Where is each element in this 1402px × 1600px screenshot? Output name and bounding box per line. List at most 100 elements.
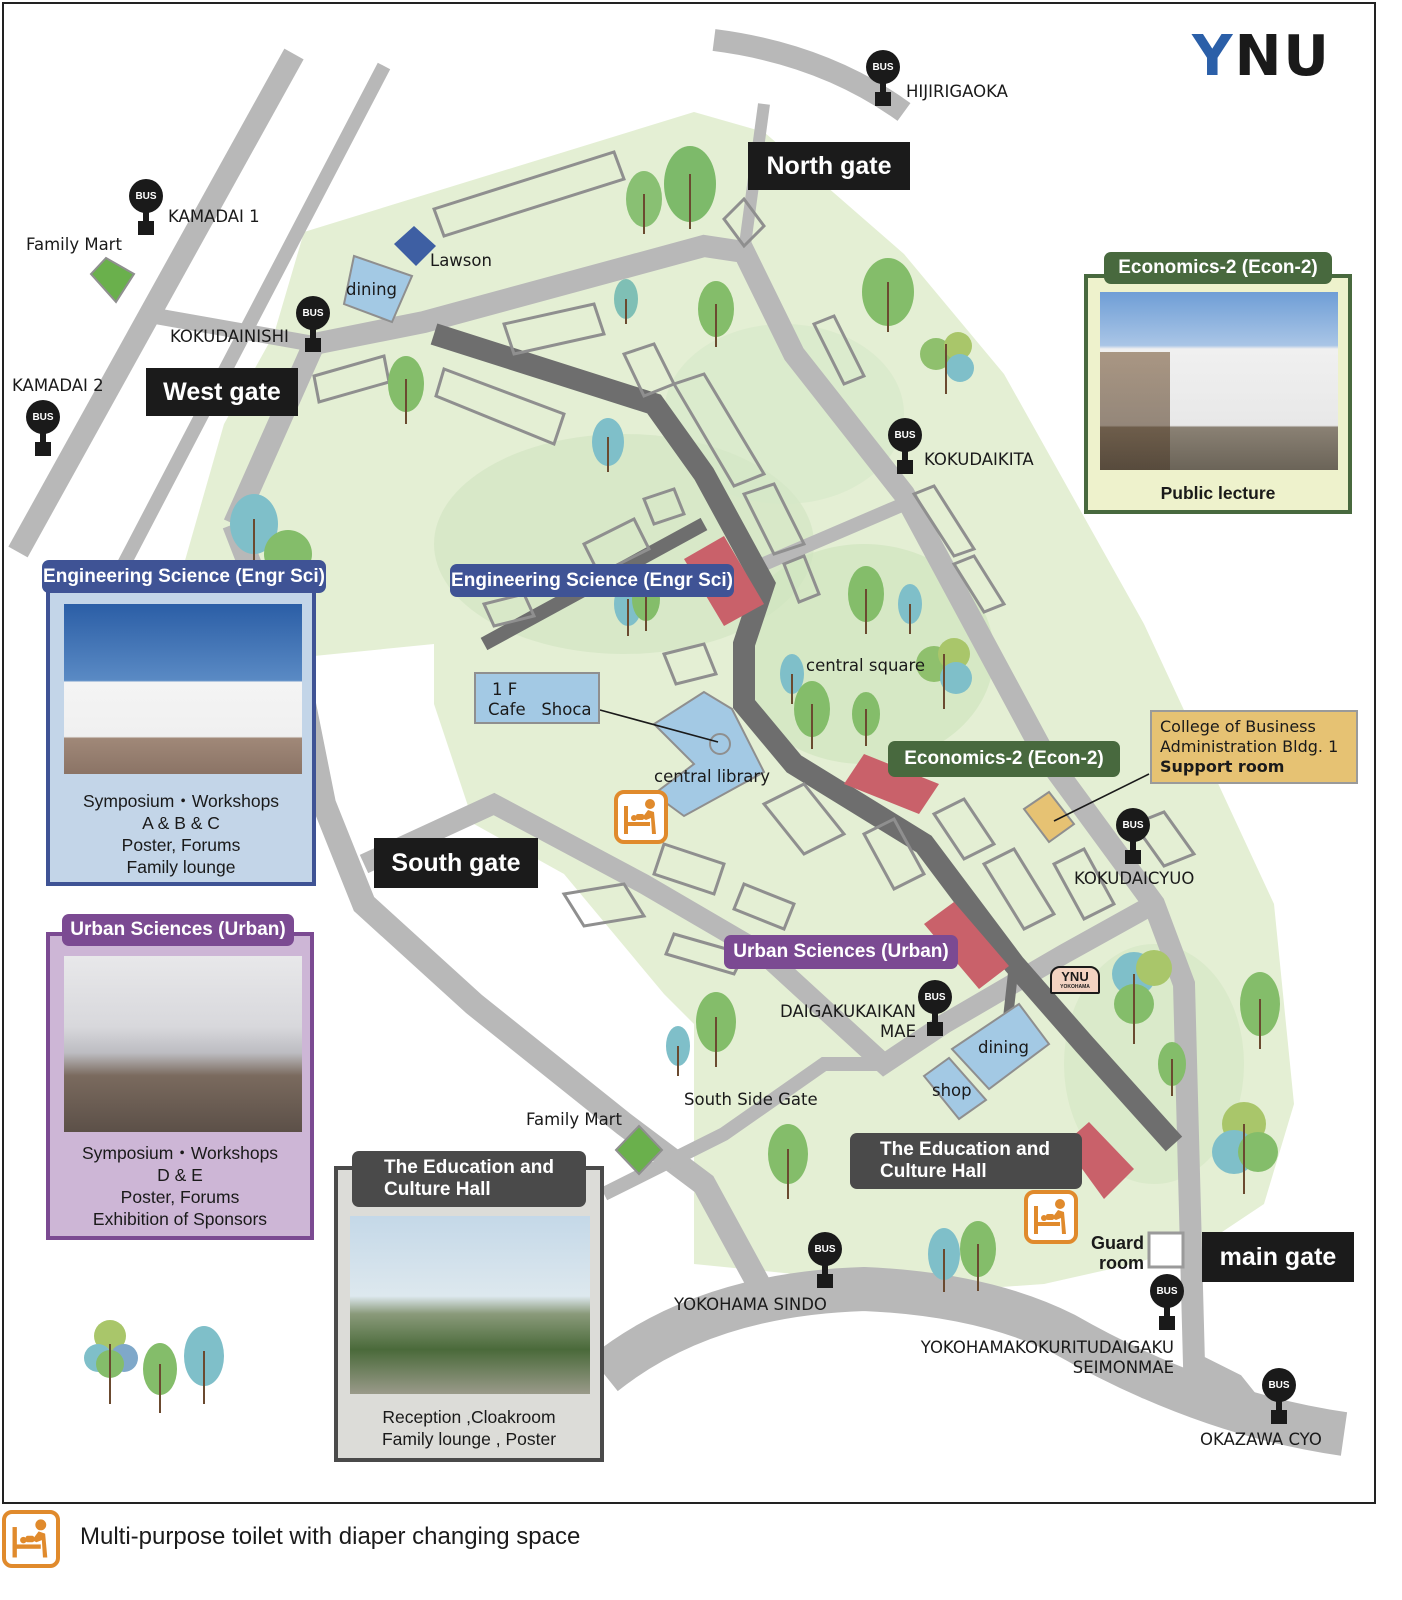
lawson-shape [394, 226, 436, 266]
edu-hall-card-lines: Reception ,Cloakroom Family lounge , Pos… [381, 1407, 557, 1449]
logo-letter-y: Y [1192, 24, 1235, 89]
edu-hall-map-label[interactable]: The Education and Culture Hall [850, 1133, 1082, 1189]
diaper-changing-glyph [12, 1519, 48, 1558]
bus-icon: BUS [808, 1232, 842, 1266]
bus-stop-name: KOKUDAICYUO [1074, 869, 1195, 888]
campus-map: YNU North gate West gate South gate main… [2, 2, 1376, 1504]
diaper-changing-icon [2, 1510, 60, 1568]
bus-stop-daigakukaikan-mae[interactable]: BUS [918, 980, 952, 1038]
west-gate-label[interactable]: West gate [146, 368, 298, 416]
central-library-label[interactable]: central library [654, 767, 770, 786]
bus-stop-name: HIJIRIGAOKA [906, 82, 1008, 101]
cafe-shoca-box[interactable]: 1 F Cafe Shoca [474, 672, 600, 724]
bus-stop-yokohama-sindo[interactable]: BUS [808, 1232, 842, 1290]
bus-stop-name: KOKUDAIKITA [924, 450, 1034, 469]
bus-stop-name: OKAZAWA CYO [1200, 1430, 1322, 1449]
edu-hall-info-card[interactable]: Reception ,Cloakroom Family lounge , Pos… [334, 1166, 604, 1462]
dining-south-label[interactable]: dining [978, 1038, 1030, 1057]
edu-hall-photo [350, 1216, 590, 1394]
dining-north-label[interactable]: dining [346, 280, 398, 299]
urban-map-label[interactable]: Urban Sciences (Urban) [724, 935, 958, 969]
bus-stop-seimonmae[interactable]: BUS [1150, 1274, 1184, 1332]
urban-card-lines: Symposium・Workshops D & E Poster, Forums… [81, 1143, 279, 1229]
bus-icon: BUS [26, 400, 60, 434]
south-gate-label[interactable]: South gate [374, 838, 538, 888]
engr-sci-map-label[interactable]: Engineering Science (Engr Sci) [450, 564, 734, 597]
diaper-changing-icon[interactable] [1024, 1190, 1078, 1244]
econ2-info-card[interactable]: Public lecture [1084, 274, 1352, 514]
road-south [359, 792, 1159, 1077]
econ2-card-title: Economics-2 (Econ-2) [1104, 252, 1332, 284]
family-mart-south-label[interactable]: Family Mart [526, 1110, 622, 1129]
edu-hall-card-title: The Education and Culture Hall [352, 1151, 586, 1207]
legend-text: Multi-purpose toilet with diaper changin… [80, 1523, 581, 1550]
bus-stop-kokudainishi[interactable]: BUS [296, 296, 330, 354]
bus-stop-okazawa-cyo[interactable]: BUS [1262, 1368, 1296, 1426]
bus-stop-name: YOKOHAMA SINDO [674, 1295, 827, 1314]
diaper-changing-glyph [624, 799, 656, 834]
road-ext-west1 [8, 48, 304, 558]
urban-info-card[interactable]: Symposium・Workshops D & E Poster, Forums… [46, 932, 314, 1240]
engr-sci-card-title: Engineering Science (Engr Sci) [42, 560, 326, 593]
shop-shape [922, 1056, 988, 1121]
bus-stop-name: KOKUDAINISHI [170, 327, 289, 346]
bus-stop-hijirigaoka[interactable]: BUS [866, 50, 900, 108]
bus-icon: BUS [1150, 1274, 1184, 1308]
bus-icon: BUS [918, 980, 952, 1014]
dining-north-shape [342, 254, 414, 324]
road-yokohama-sindo [590, 1266, 1348, 1456]
bus-stop-kamadai-1[interactable]: BUS [129, 179, 163, 237]
econ2-photo [1100, 292, 1338, 470]
family-mart-north-label[interactable]: Family Mart [26, 235, 122, 254]
main-gate-label[interactable]: main gate [1202, 1232, 1354, 1282]
bus-stop-name: KAMADAI 2 [12, 376, 104, 395]
ynu-yokohama-badge: YNU YOKOHAMA [1050, 966, 1100, 994]
south-side-gate-label[interactable]: South Side Gate [684, 1090, 818, 1109]
family-mart-north-shape [89, 256, 136, 304]
lawson-label[interactable]: Lawson [430, 251, 492, 270]
support-room-callout[interactable]: College of Business Administration Bldg.… [1150, 710, 1358, 784]
bus-icon: BUS [296, 296, 330, 330]
bus-stop-kokudaicyuo[interactable]: BUS [1116, 808, 1150, 866]
ynu-logo: YNU [1192, 24, 1331, 89]
support-room-shape [1022, 790, 1076, 844]
road-north-main [311, 234, 1283, 1441]
bus-stop-kokudaikita[interactable]: BUS [888, 418, 922, 476]
shop-label[interactable]: shop [932, 1081, 972, 1100]
north-gate-label[interactable]: North gate [748, 142, 910, 190]
econ2-map-label[interactable]: Economics-2 (Econ-2) [888, 741, 1120, 777]
logo-letters-nu: NU [1234, 24, 1331, 89]
diaper-changing-icon[interactable] [614, 790, 668, 844]
econ2-card-line: Public lecture [1160, 483, 1276, 503]
bus-stop-kamadai-2[interactable]: BUS [26, 400, 60, 458]
bus-icon: BUS [1116, 808, 1150, 842]
bus-icon: BUS [1262, 1368, 1296, 1402]
urban-photo [64, 956, 302, 1132]
engr-sci-photo [64, 604, 302, 774]
urban-card-title: Urban Sciences (Urban) [62, 914, 294, 946]
central-square-label[interactable]: central square [806, 656, 926, 675]
diaper-changing-glyph [1034, 1199, 1066, 1234]
bus-icon: BUS [129, 179, 163, 213]
trees [84, 146, 1280, 1413]
guard-room-shape [1147, 1231, 1185, 1269]
dining-south-shape [950, 1002, 1051, 1091]
family-mart-south-shape [614, 1124, 664, 1176]
bus-stop-name: KAMADAI 1 [168, 207, 260, 226]
road-ext-west2 [117, 62, 391, 568]
map-legend: Multi-purpose toilet with diaper changin… [0, 1505, 1402, 1600]
central-library-shape [652, 690, 766, 818]
bus-icon: BUS [888, 418, 922, 452]
engr-sci-card-lines: Symposium・Workshops A & B & C Poster, Fo… [82, 791, 280, 877]
cafe-name: Cafe Shoca [488, 700, 592, 719]
road-inner-dark [430, 323, 1183, 1152]
building-urban [924, 902, 1009, 989]
building-econ2 [844, 754, 939, 814]
cafe-floor: 1 F [492, 680, 518, 699]
engr-sci-info-card[interactable]: Symposium・Workshops A & B & C Poster, Fo… [46, 582, 316, 886]
map-canvas [8, 29, 1348, 1456]
bus-icon: BUS [866, 50, 900, 84]
